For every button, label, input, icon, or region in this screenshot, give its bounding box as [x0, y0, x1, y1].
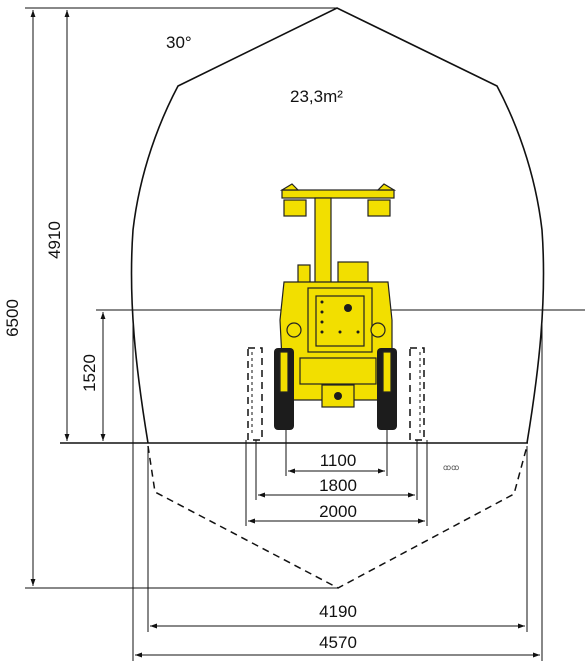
dim-1800-label: 1800: [319, 476, 357, 495]
dim-1520-label: 1520: [80, 354, 99, 392]
dim-4190-label: 4190: [319, 602, 357, 621]
dim-4910-label: 4910: [45, 221, 64, 259]
drill-rig-machine: [274, 183, 397, 430]
dim-4570-label: 4570: [319, 633, 357, 652]
dim-6500-label: 6500: [3, 299, 22, 337]
left-stabilizer-dashed: [247, 347, 263, 441]
dim-1100-label: 1100: [320, 451, 357, 470]
right-stabilizer-dashed: [409, 347, 425, 441]
roof-angle-label: 30°: [166, 33, 192, 52]
small-mark: ꝏꝏ: [443, 463, 459, 472]
dim-2000-label: 2000: [319, 502, 357, 521]
area-label: 23,3m²: [290, 87, 343, 106]
